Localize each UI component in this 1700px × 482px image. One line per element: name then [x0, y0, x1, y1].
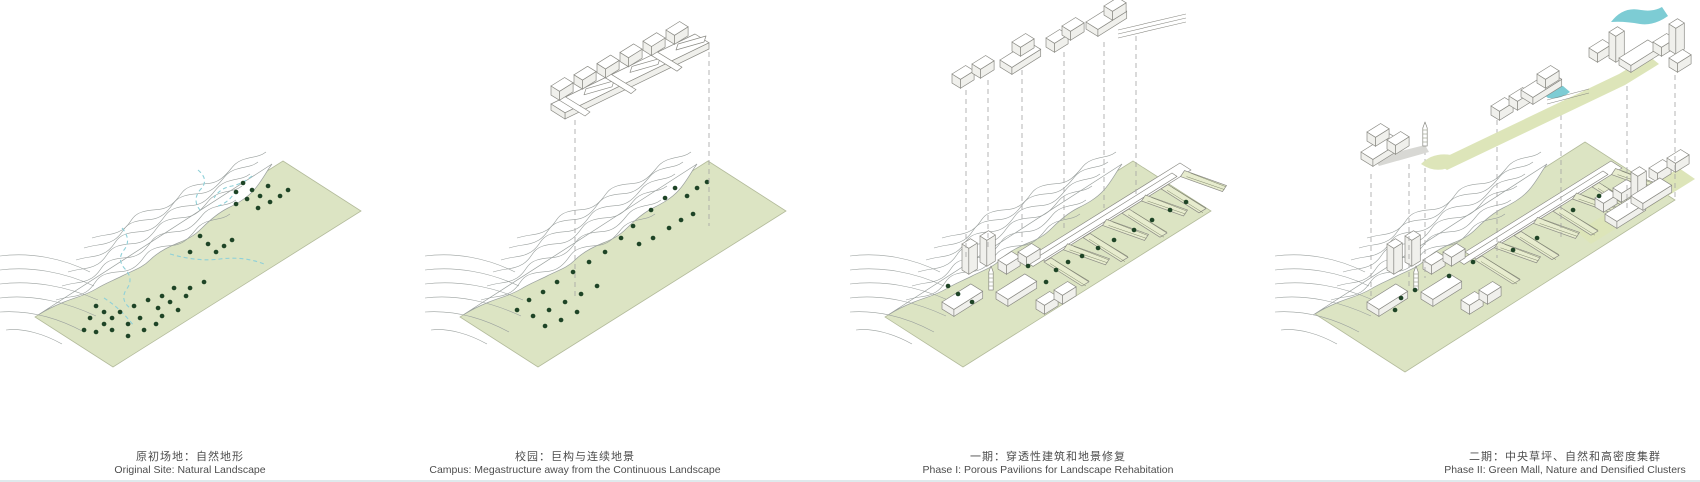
floating-green-mall [1373, 7, 1668, 170]
stream-lines [103, 169, 265, 327]
trees [1392, 193, 1602, 313]
projection-lines [574, 52, 710, 298]
panel-campus-megastructure-diagram [425, 21, 787, 368]
floating-megastructure [550, 21, 710, 120]
caption-zh: 二期：中央草坪、自然和高密度集群 [1469, 451, 1661, 463]
projection-lines [965, 36, 1137, 260]
floating-clusters [1360, 18, 1692, 167]
caption-phase-1: 一期：穿透性建筑和地景修复 Phase I: Porous Pavilions … [923, 451, 1174, 477]
caption-en: Original Site: Natural Landscape [114, 464, 266, 476]
floating-pavilions [951, 0, 1187, 89]
projection-lines [1370, 66, 1676, 298]
site-plane [459, 160, 787, 368]
caption-zh: 校园：巨构与连续地景 [515, 451, 635, 463]
caption-en: Phase II: Green Mall, Nature and Densifi… [1444, 464, 1686, 476]
caption-original-site: 原初场地：自然地形 Original Site: Natural Landsca… [114, 451, 265, 477]
existing-trees [514, 179, 710, 329]
caption-zh: 一期：穿透性建筑和地景修复 [970, 451, 1126, 463]
water-feature [1611, 7, 1668, 25]
panel-original-site-diagram [0, 0, 362, 368]
trees [945, 199, 1189, 305]
caption-zh: 原初场地：自然地形 [135, 451, 244, 463]
panel-phase-1-diagram [850, 0, 1275, 368]
caption-phase-2: 二期：中央草坪、自然和高密度集群 Phase II: Green Mall, N… [1444, 451, 1686, 477]
bottom-rule [0, 480, 1700, 482]
caption-en: Campus: Megastructure away from the Cont… [429, 464, 721, 476]
site-plane [34, 160, 362, 368]
existing-trees [81, 180, 291, 339]
panel-phase-2-diagram [1275, 7, 1695, 373]
caption-en: Phase I: Porous Pavilions for Landscape … [922, 464, 1174, 476]
caption-campus-megastructure: 校园：巨构与连续地景 Campus: Megastructure away fr… [429, 451, 720, 477]
